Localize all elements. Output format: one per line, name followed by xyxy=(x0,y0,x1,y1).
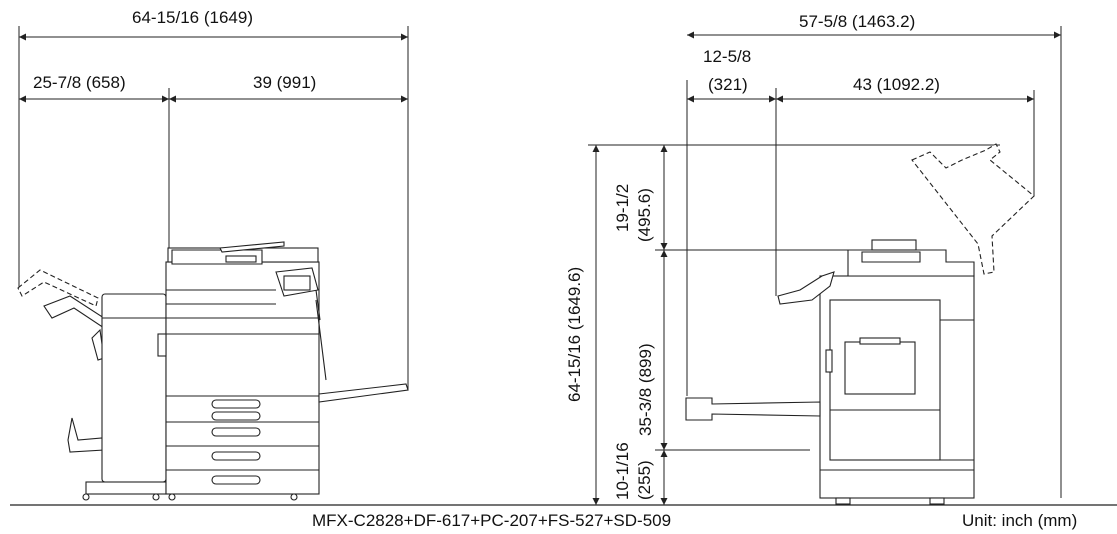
side-view-machine xyxy=(685,143,1035,505)
unit-caption: Unit: inch (mm) xyxy=(962,511,1078,530)
side-adf-height-label-b: (495.6) xyxy=(635,188,654,242)
side-base-height-label-b: (255) xyxy=(635,460,654,500)
model-caption: MFX-C2828+DF-617+PC-207+FS-527+SD-509 xyxy=(312,511,672,530)
side-dimension-lines xyxy=(588,26,1062,505)
side-total-height-label: 64-15/16 (1649.6) xyxy=(565,266,584,402)
front-finisher-width-label: 25-7/8 (658) xyxy=(33,73,126,92)
side-total-depth-label: 57-5/8 (1463.2) xyxy=(799,12,916,31)
side-adf-height-label-a: 19-1/2 xyxy=(613,183,632,232)
side-main-depth-label: 43 (1092.2) xyxy=(853,75,940,94)
front-main-width-label: 39 (991) xyxy=(253,73,317,92)
side-base-height-label-a: 10-1/16 xyxy=(613,442,632,500)
front-view-machine xyxy=(17,241,409,501)
side-front-offset-label-a: 12-5/8 xyxy=(703,47,752,66)
front-total-width-label: 64-15/16 (1649) xyxy=(132,8,253,27)
side-front-offset-label-b: (321) xyxy=(708,75,748,94)
side-main-height-label: 35-3/8 (899) xyxy=(636,343,655,436)
front-dimension-lines xyxy=(18,26,409,390)
